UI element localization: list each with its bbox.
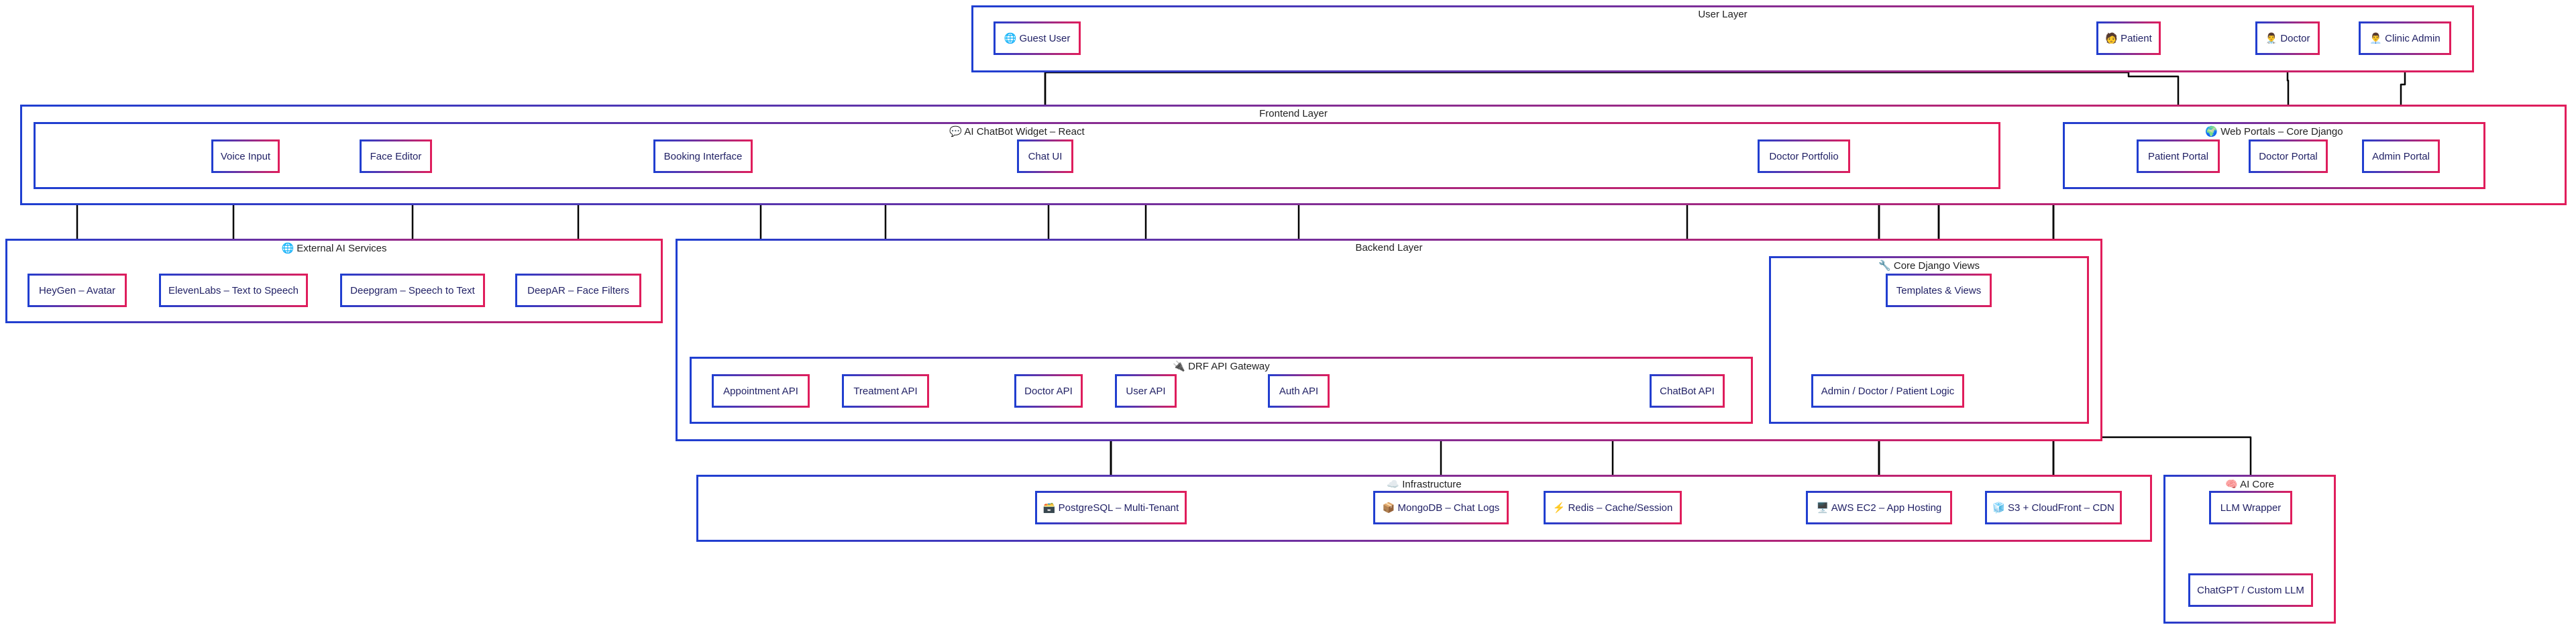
edge-admin_portal-to-s3 xyxy=(2047,173,2402,492)
node-postgres[interactable]: 🗃️ PostgreSQL – Multi-Tenant xyxy=(1035,491,1187,524)
node-face-editor[interactable]: Face Editor xyxy=(360,139,432,173)
cluster-title: ☁️ Infrastructure xyxy=(1387,479,1462,490)
node-admin-portal[interactable]: Admin Portal xyxy=(2362,139,2440,173)
node-doctor[interactable]: 👨‍⚕️ Doctor xyxy=(2255,21,2320,55)
node-ec2[interactable]: 🖥️ AWS EC2 – App Hosting xyxy=(1806,491,1952,524)
node-guest-user[interactable]: 🌐 Guest User xyxy=(994,21,1081,55)
node-deepgram[interactable]: Deepgram – Speech to Text xyxy=(340,274,485,307)
cluster-title: 🔌 DRF API Gateway xyxy=(1173,361,1270,372)
node-clinic-admin[interactable]: 👨‍💼 Clinic Admin xyxy=(2359,21,2451,55)
node-redis[interactable]: ⚡ Redis – Cache/Session xyxy=(1544,491,1682,524)
node-mongodb[interactable]: 📦 MongoDB – Chat Logs xyxy=(1373,491,1509,524)
node-patient[interactable]: 🧑 Patient xyxy=(2096,21,2161,55)
node-doctor-portfolio[interactable]: Doctor Portfolio xyxy=(1758,139,1850,173)
cluster-title: User Layer xyxy=(1698,9,1748,20)
node-doctor-portal[interactable]: Doctor Portal xyxy=(2249,139,2328,173)
cluster-title: Frontend Layer xyxy=(1259,108,1328,119)
node-templates-views[interactable]: Templates & Views xyxy=(1886,274,1992,307)
node-chatbot-api[interactable]: ChatBot API xyxy=(1650,374,1725,408)
cluster-title: 💬 AI ChatBot Widget – React xyxy=(949,126,1085,137)
node-elevenlabs[interactable]: ElevenLabs – Text to Speech xyxy=(159,274,308,307)
node-auth-api[interactable]: Auth API xyxy=(1268,374,1330,408)
cluster-chatbot-widget: 💬 AI ChatBot Widget – React xyxy=(34,122,2000,189)
cluster-title: 🧠 AI Core xyxy=(2225,479,2274,490)
node-user-api[interactable]: User API xyxy=(1115,374,1177,408)
node-chatgpt[interactable]: ChatGPT / Custom LLM xyxy=(2188,573,2313,607)
node-doctor-api[interactable]: Doctor API xyxy=(1014,374,1083,408)
node-llm-wrapper[interactable]: LLM Wrapper xyxy=(2209,491,2292,524)
cluster-title: 🔧 Core Django Views xyxy=(1878,260,1980,272)
cluster-title: 🌍 Web Portals – Core Django xyxy=(2205,126,2343,137)
node-voice-input[interactable]: Voice Input xyxy=(211,139,280,173)
node-logic[interactable]: Admin / Doctor / Patient Logic xyxy=(1811,374,1964,408)
cluster-title: 🌐 External AI Services xyxy=(281,243,387,254)
cluster-drf-gateway: 🔌 DRF API Gateway xyxy=(690,357,1753,424)
node-treatment-api[interactable]: Treatment API xyxy=(842,374,929,408)
node-deepar[interactable]: DeepAR – Face Filters xyxy=(515,274,641,307)
node-s3[interactable]: 🧊 S3 + CloudFront – CDN xyxy=(1985,491,2122,524)
cluster-user-layer: User Layer xyxy=(971,5,2474,72)
node-appointment-api[interactable]: Appointment API xyxy=(712,374,810,408)
node-booking-interface[interactable]: Booking Interface xyxy=(653,139,753,173)
cluster-title: Backend Layer xyxy=(1355,242,1423,253)
node-patient-portal[interactable]: Patient Portal xyxy=(2137,139,2220,173)
node-heygen[interactable]: HeyGen – Avatar xyxy=(28,274,127,307)
node-chat-ui[interactable]: Chat UI xyxy=(1017,139,1073,173)
